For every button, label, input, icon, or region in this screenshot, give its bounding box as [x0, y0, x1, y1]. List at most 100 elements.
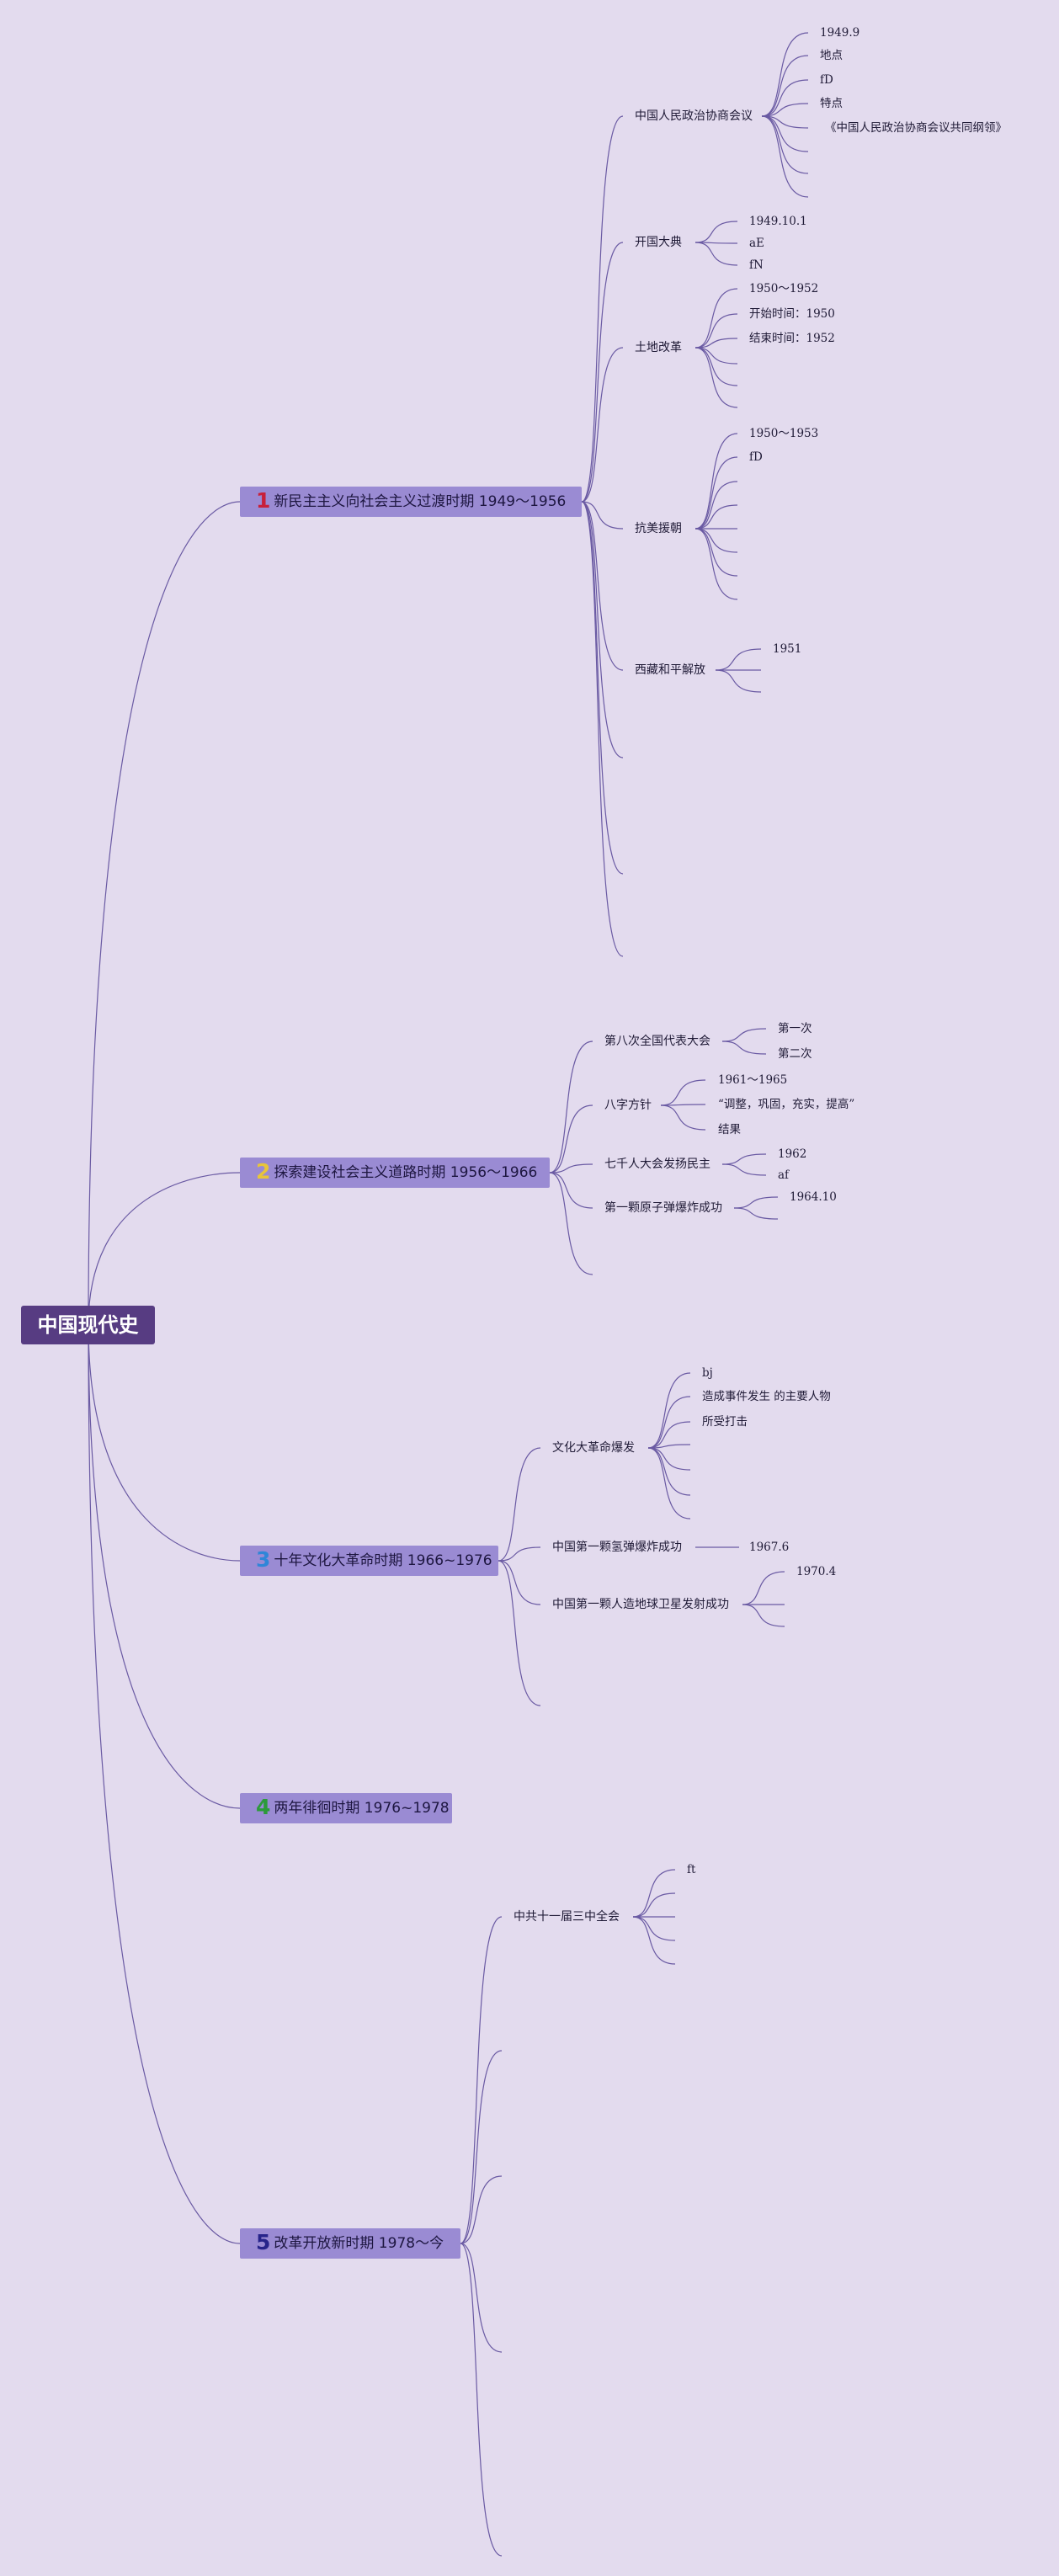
b1-ceremony-link-0: [694, 221, 738, 243]
topic-first-hydrogen-bomb[interactable]: 中国第一颗氢弹爆炸成功: [552, 1541, 682, 1554]
leaf-cppcc-fd[interactable]: fD: [820, 73, 833, 87]
topic-cppcc[interactable]: 中国人民政治协商会议: [635, 109, 753, 123]
b3-satellite-link-2: [742, 1604, 785, 1627]
b5-link-4: [460, 2243, 503, 2557]
leaf-korea-fd[interactable]: fD: [749, 450, 763, 464]
leaf-land-period[interactable]: 1950～1952: [749, 282, 819, 295]
topic-land-reform[interactable]: 土地改革: [635, 341, 682, 354]
b2-link-3: [549, 1172, 593, 1209]
branch-1-number: 1: [256, 488, 271, 513]
leaf-congress-first[interactable]: 第一次: [778, 1022, 812, 1035]
leaf-policy-slogan[interactable]: “调整，巩固，充实，提高”: [718, 1098, 855, 1111]
b1-korea-link-2: [694, 481, 738, 530]
root-node[interactable]: 中国现代史: [21, 1306, 155, 1344]
leaf-cppcc-date[interactable]: 1949.9: [820, 26, 860, 40]
root-link-5: [88, 1324, 241, 2244]
leaf-korea-period[interactable]: 1950～1953: [749, 427, 819, 440]
b2-congress-link-0: [721, 1028, 767, 1042]
b5-link-1: [460, 2050, 503, 2244]
leaf-cppcc-feature[interactable]: 特点: [820, 97, 843, 110]
topic-eight-character-policy[interactable]: 八字方针: [604, 1099, 652, 1112]
b3-revolution-link-0: [647, 1372, 691, 1449]
b5-plenum-link-0: [632, 1869, 676, 1918]
b2-policy-link-0: [660, 1079, 706, 1106]
leaf-tibet-date[interactable]: 1951: [773, 642, 802, 656]
b1-korea-link-1: [694, 456, 738, 530]
branch-1-label: 新民主主义向社会主义过渡时期 1949～1956: [274, 493, 567, 510]
b1-link-3: [581, 501, 624, 530]
b2-conference-link-1: [721, 1163, 767, 1176]
b1-korea-link-0: [694, 433, 738, 530]
branch-3-label: 十年文化大革命时期 1966~1976: [274, 1552, 492, 1569]
leaf-congress-second[interactable]: 第二次: [778, 1047, 812, 1061]
topic-third-plenum[interactable]: 中共十一届三中全会: [514, 1910, 620, 1924]
b5-plenum-link-4: [632, 1916, 676, 1965]
topic-tibet-liberation[interactable]: 西藏和平解放: [635, 663, 705, 677]
b3-link-1: [498, 1546, 541, 1562]
topic-first-atomic-bomb[interactable]: 第一颗原子弹爆炸成功: [604, 1201, 722, 1215]
leaf-cppcc-location[interactable]: 地点: [820, 49, 843, 62]
leaf-plenum-ft[interactable]: ft: [687, 1863, 696, 1876]
leaf-conference-af[interactable]: af: [778, 1168, 790, 1182]
leaf-conference-date[interactable]: 1962: [778, 1147, 807, 1161]
b1-korea-link-5: [694, 528, 738, 553]
topic-cultural-revolution[interactable]: 文化大革命爆发: [552, 1441, 635, 1455]
b1-cppcc-link-5: [761, 115, 809, 152]
b5-link-3: [460, 2243, 503, 2353]
branch-5-label: 改革开放新时期 1978～今: [274, 2235, 444, 2252]
root-link-3: [88, 1324, 241, 1562]
topic-founding-ceremony[interactable]: 开国大典: [635, 236, 682, 249]
leaf-ceremony-ae[interactable]: aE: [749, 237, 764, 250]
b1-tibet-link-2: [715, 669, 762, 693]
b1-ceremony-link-1: [694, 242, 738, 244]
leaf-revolution-figures[interactable]: 造成事件发生 的主要人物: [702, 1390, 831, 1403]
leaf-revolution-impact[interactable]: 所受打击: [702, 1415, 748, 1429]
b3-revolution-link-3: [647, 1444, 691, 1449]
b3-link-0: [498, 1447, 541, 1562]
branch-3-number: 3: [256, 1547, 271, 1572]
leaf-policy-result[interactable]: 结果: [718, 1123, 741, 1136]
branch-4-label: 两年徘徊时期 1976~1978: [274, 1800, 450, 1817]
b3-revolution-link-1: [647, 1396, 691, 1449]
b1-cppcc-link-2: [761, 79, 809, 117]
topic-first-satellite[interactable]: 中国第一颗人造地球卫星发射成功: [552, 1598, 729, 1611]
b2-link-1: [549, 1104, 593, 1174]
leaf-satellite-date[interactable]: 1970.4: [796, 1565, 837, 1578]
leaf-ceremony-fn[interactable]: fN: [749, 258, 764, 272]
branch-5-number: 5: [256, 2230, 271, 2254]
b5-plenum-link-1: [632, 1892, 676, 1918]
b1-link-2: [581, 347, 624, 503]
leaf-atomic-date[interactable]: 1964.10: [790, 1190, 837, 1204]
leaf-hbomb-date[interactable]: 1967.6: [749, 1541, 790, 1554]
leaf-revolution-bj[interactable]: bj: [702, 1366, 713, 1380]
leaf-policy-period[interactable]: 1961～1965: [718, 1073, 788, 1087]
b5-link-0: [460, 1916, 503, 2244]
b1-korea-link-3: [694, 504, 738, 530]
b1-link-6: [581, 501, 624, 875]
b5-plenum-link-3: [632, 1916, 676, 1941]
b2-conference-link-0: [721, 1153, 767, 1165]
topic-eighth-congress[interactable]: 第八次全国代表大会: [604, 1035, 710, 1048]
root-link-1: [88, 501, 241, 1326]
b1-tibet-link-0: [715, 648, 762, 671]
b1-cppcc-link-3: [761, 103, 809, 117]
leaf-cppcc-common-program[interactable]: 《中国人民政治协商会议共同纲领》: [825, 121, 1007, 135]
topic-korean-war[interactable]: 抗美援朝: [635, 522, 682, 535]
b1-link-0: [581, 115, 624, 503]
b1-cppcc-link-4: [761, 115, 809, 129]
b3-revolution-link-6: [647, 1447, 691, 1520]
b2-link-0: [549, 1041, 593, 1174]
leaf-land-start[interactable]: 开始时间：1950: [749, 307, 835, 321]
b1-land-link-0: [694, 288, 738, 349]
leaf-ceremony-date[interactable]: 1949.10.1: [749, 215, 807, 228]
b2-atomic-link-1: [733, 1207, 779, 1220]
leaf-land-end[interactable]: 结束时间：1952: [749, 332, 835, 345]
b1-cppcc-link-0: [761, 32, 809, 117]
topic-seven-thousand-conference[interactable]: 七千人大会发扬民主: [604, 1158, 710, 1171]
